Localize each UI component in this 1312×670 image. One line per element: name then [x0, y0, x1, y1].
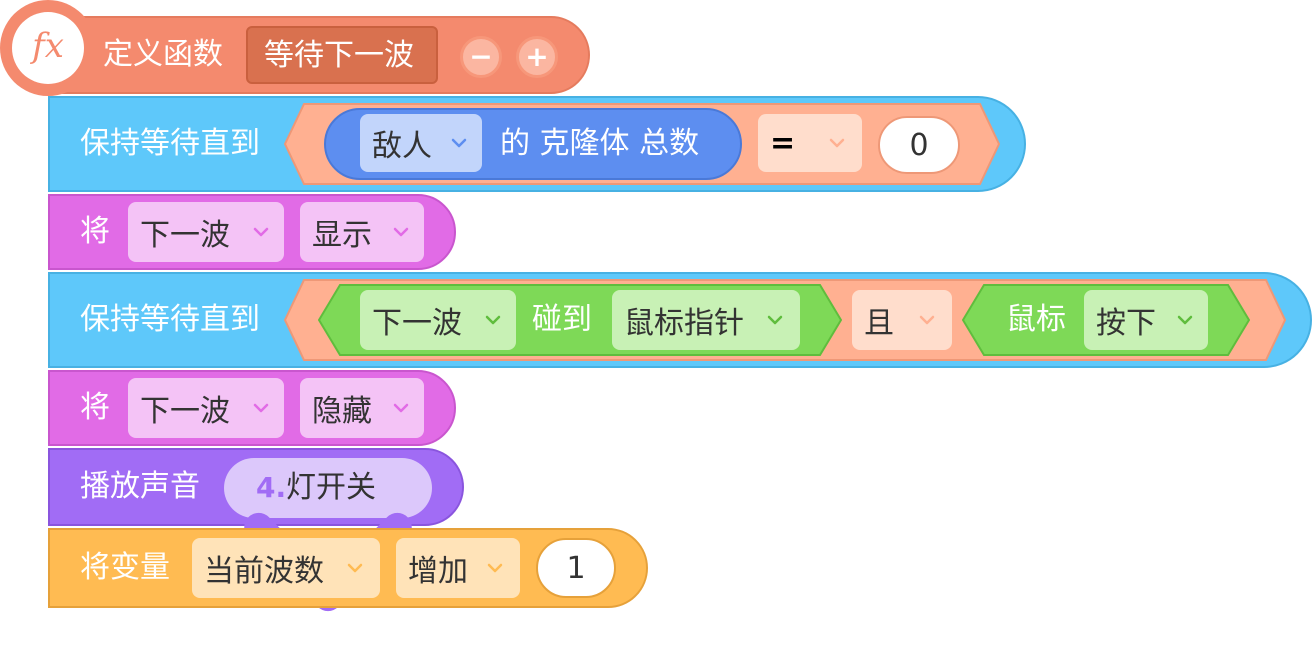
chevron-down-icon — [253, 227, 269, 237]
chevron-down-icon — [767, 315, 783, 325]
visibility-action-value: 显示 — [312, 218, 372, 253]
chevron-down-icon — [1177, 315, 1193, 325]
comparison-value-text: 0 — [909, 127, 929, 163]
variable-dropdown[interactable]: 当前波数 — [192, 538, 380, 598]
visibility-action-dropdown[interactable]: 显示 — [300, 202, 424, 262]
comparison-operator-value: = — [770, 125, 796, 161]
variable-amount-input[interactable]: 1 — [536, 538, 616, 598]
chevron-down-icon — [393, 403, 409, 413]
touching-sprite-value: 下一波 — [372, 306, 462, 341]
enemy-sprite-dropdown[interactable]: 敌人 — [360, 114, 482, 172]
function-define-label: 定义函数 — [103, 37, 223, 72]
mouse-state-value: 按下 — [1096, 306, 1156, 341]
enemy-sprite-dropdown-value: 敌人 — [372, 129, 432, 164]
comparison-value-input[interactable]: 0 — [878, 116, 960, 174]
target-sprite-value: 下一波 — [140, 218, 230, 253]
fx-icon: fx — [32, 26, 64, 66]
sound-number: 4. — [256, 471, 287, 504]
variable-value: 当前波数 — [204, 554, 324, 589]
variable-operation-dropdown[interactable]: 增加 — [396, 538, 520, 598]
clone-count-text: 的 克隆体 总数 — [500, 126, 700, 161]
target-sprite-dropdown[interactable]: 下一波 — [128, 378, 284, 438]
chevron-down-icon — [485, 315, 501, 325]
variable-operation-value: 增加 — [408, 554, 468, 589]
wait-until-label: 保持等待直到 — [80, 302, 260, 337]
logic-operator-value: 且 — [864, 306, 894, 341]
minus-icon: − — [469, 40, 493, 73]
function-name-text: 等待下一波 — [264, 38, 414, 73]
set-label: 将 — [80, 390, 110, 425]
change-variable-label: 将变量 — [80, 550, 170, 585]
chevron-down-icon — [829, 138, 845, 148]
function-name-field[interactable]: 等待下一波 — [246, 26, 438, 84]
target-sprite-value: 下一波 — [140, 394, 230, 429]
touch-target-dropdown[interactable]: 鼠标指针 — [612, 290, 800, 350]
target-sprite-dropdown[interactable]: 下一波 — [128, 202, 284, 262]
chevron-down-icon — [347, 563, 363, 573]
set-label: 将 — [80, 214, 110, 249]
add-parameter-button[interactable]: + — [516, 36, 558, 78]
variable-amount-text: 1 — [566, 550, 586, 586]
touch-target-value: 鼠标指针 — [624, 306, 744, 341]
mouse-label: 鼠标 — [1006, 302, 1066, 337]
wait-until-label: 保持等待直到 — [80, 126, 260, 161]
plus-icon: + — [525, 40, 549, 73]
remove-parameter-button[interactable]: − — [460, 36, 502, 78]
touching-sprite-dropdown[interactable]: 下一波 — [360, 290, 516, 350]
chevron-down-icon — [451, 138, 467, 148]
touching-label: 碰到 — [532, 302, 592, 337]
visibility-action-dropdown[interactable]: 隐藏 — [300, 378, 424, 438]
chevron-down-icon — [393, 227, 409, 237]
sound-name: 灯开关 — [286, 470, 376, 505]
chevron-down-icon — [919, 315, 935, 325]
chevron-down-icon — [253, 403, 269, 413]
logic-operator-dropdown[interactable]: 且 — [852, 290, 952, 350]
mouse-state-dropdown[interactable]: 按下 — [1084, 290, 1208, 350]
play-sound-label: 播放声音 — [80, 469, 200, 504]
visibility-action-value: 隐藏 — [312, 394, 372, 429]
sound-dropdown[interactable]: 4. 灯开关 — [224, 458, 432, 612]
comparison-operator-dropdown[interactable]: = — [758, 114, 862, 172]
chevron-down-icon — [487, 563, 503, 573]
function-icon-circle: fx — [12, 12, 84, 84]
